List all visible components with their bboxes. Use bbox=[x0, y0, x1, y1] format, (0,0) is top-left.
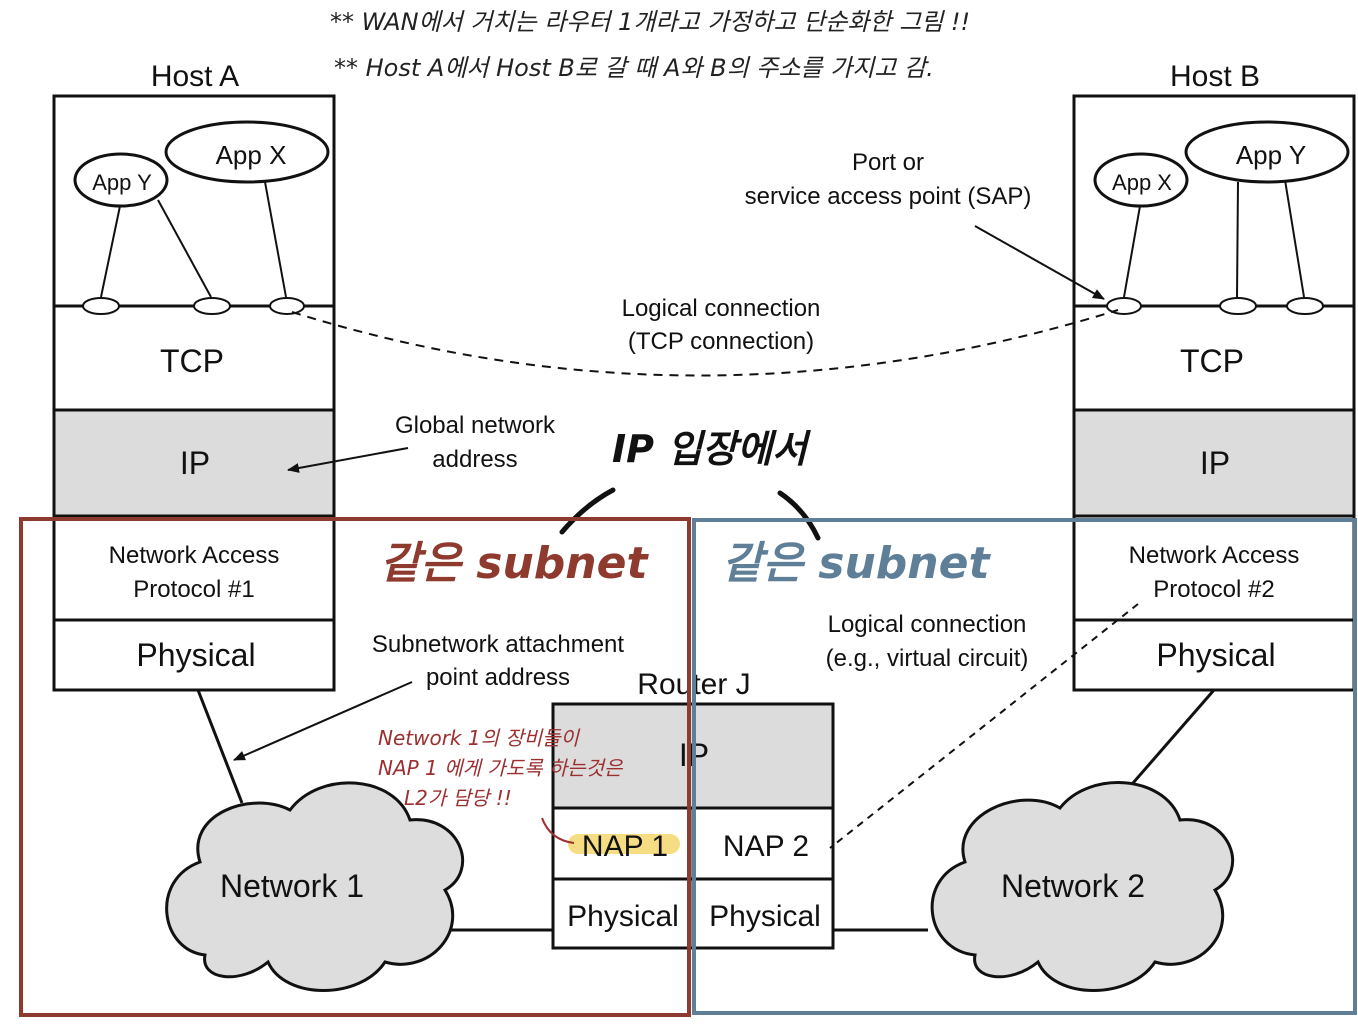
host-a-port-2 bbox=[193, 297, 231, 315]
router-physical2-box bbox=[691, 877, 835, 950]
note-line-1: ** WAN에서 거치는 라우터 1개라고 가정하고 단순화한 그림 !! bbox=[330, 8, 970, 36]
host-a-nap-line1: Network Access bbox=[109, 542, 280, 569]
host-b-ip-layer bbox=[1072, 408, 1356, 518]
network-2-label: Network 2 bbox=[1001, 868, 1145, 904]
nap-note-pointer bbox=[541, 817, 575, 844]
left-subnet-box bbox=[19, 517, 691, 1017]
host-a-physical-layer bbox=[52, 618, 336, 692]
virtual-circuit-label-1: Logical connection bbox=[828, 611, 1027, 638]
host-a-app-y-ellipse bbox=[73, 152, 169, 208]
host-b-nap-layer bbox=[1072, 514, 1356, 622]
subnet-attach-label-2: point address bbox=[426, 664, 570, 691]
router-physical1-box bbox=[551, 877, 695, 950]
right-subnet-box bbox=[692, 518, 1357, 1015]
host-b-physical-label: Physical bbox=[1156, 637, 1275, 673]
router-nap2-label: NAP 2 bbox=[723, 830, 809, 863]
host-a-port-3 bbox=[269, 297, 305, 315]
host-a-tcp-layer bbox=[52, 304, 336, 412]
ip-view-stroke-left bbox=[559, 487, 616, 535]
host-b-app-y-ellipse bbox=[1184, 120, 1350, 184]
host-a-port-1 bbox=[82, 297, 120, 315]
router-physical1-label: Physical bbox=[567, 900, 679, 933]
host-a-app-y-label: App Y bbox=[92, 170, 152, 195]
global-address-label-1: Global network bbox=[395, 412, 556, 439]
host-a-app-x-ellipse bbox=[164, 120, 330, 184]
left-subnet-label: 같은 subnet bbox=[380, 538, 649, 589]
host-a-tcp-label: TCP bbox=[160, 343, 224, 379]
network-1-label: Network 1 bbox=[220, 868, 364, 904]
network-2-cloud bbox=[930, 781, 1234, 992]
router-physical2-label: Physical bbox=[709, 900, 821, 933]
host-a-ip-label: IP bbox=[180, 445, 210, 481]
host-a-physical-label: Physical bbox=[136, 637, 255, 673]
host-b-tcp-layer bbox=[1072, 304, 1356, 412]
global-address-label-2: address bbox=[432, 446, 517, 473]
host-b-port-2 bbox=[1219, 297, 1257, 315]
host-b-title: Host B bbox=[1170, 60, 1260, 93]
tcp-connection-label-2: (TCP connection) bbox=[628, 328, 814, 355]
sap-label-1: Port or bbox=[852, 149, 924, 176]
subnet-attach-arrow bbox=[233, 681, 413, 761]
right-subnet-label: 같은 subnet bbox=[722, 538, 991, 589]
sap-label-2: service access point (SAP) bbox=[745, 183, 1032, 210]
nap-note-line-2: NAP 1 에게 가도록 하는것은 bbox=[378, 756, 624, 780]
global-address-arrow bbox=[287, 447, 409, 473]
sap-arrow bbox=[974, 225, 1105, 300]
virtual-circuit-label-2: (e.g., virtual circuit) bbox=[826, 645, 1029, 672]
host-b-app-y-label: App Y bbox=[1236, 140, 1306, 170]
ip-view-note: IP 입장에서 bbox=[612, 427, 811, 471]
host-b-app-x-ellipse bbox=[1093, 152, 1189, 208]
host-a: Host A TCP IP Network Access Protocol #1… bbox=[52, 60, 336, 692]
ip-view-stroke-right bbox=[777, 490, 821, 541]
host-a-app-x-label: App X bbox=[216, 140, 287, 170]
nap-note-line-3: L2가 담당 !! bbox=[404, 786, 512, 810]
note-line-2: ** Host A에서 Host B로 갈 때 A와 B의 주소를 가지고 감. bbox=[334, 54, 934, 82]
subnet-attach-label-1: Subnetwork attachment bbox=[372, 631, 624, 658]
host-a-ip-layer bbox=[52, 408, 336, 518]
tcp-logical-connection-line bbox=[291, 309, 1119, 377]
host-b-nap-line2: Protocol #2 bbox=[1153, 576, 1274, 603]
network-1-cloud bbox=[165, 781, 464, 992]
host-a-nap-line2: Protocol #1 bbox=[133, 576, 254, 603]
nap1-highlight bbox=[568, 834, 680, 854]
host-b-ip-label: IP bbox=[1200, 445, 1230, 481]
host-b-tcp-label: TCP bbox=[1180, 343, 1244, 379]
host-b-port-3 bbox=[1286, 297, 1324, 315]
router-nap1-label: NAP 1 bbox=[582, 830, 668, 863]
host-b-app-x-label: App X bbox=[1112, 170, 1172, 195]
nap-note-line-1: Network 1의 장비들이 bbox=[378, 726, 581, 750]
host-b-nap-line1: Network Access bbox=[1129, 542, 1300, 569]
virtual-circuit-line bbox=[829, 603, 1139, 849]
host-a-title: Host A bbox=[151, 60, 239, 93]
host-b: Host B TCP IP Network Access Protocol #2… bbox=[1072, 60, 1356, 692]
host-a-nap-layer bbox=[52, 514, 336, 622]
tcp-connection-label-1: Logical connection bbox=[622, 295, 821, 322]
